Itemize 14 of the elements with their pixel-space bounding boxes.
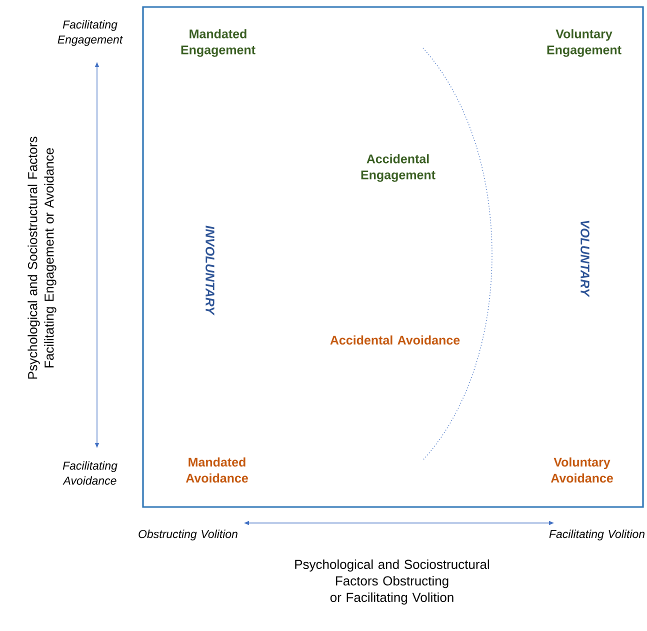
axis-end-label: Facilitating Engagement bbox=[58, 20, 123, 46]
axis-title: Psychological and Sociostructural Factors Obstructing or Facilitating Volition bbox=[295, 559, 490, 605]
axis-title: Psychological and Sociostructural Factors Facilitating Engagement or Avoidance bbox=[28, 136, 56, 379]
quadrant-label: Mandated Avoidance bbox=[186, 457, 248, 483]
axis-end-label: Facilitating Avoidance bbox=[62, 461, 118, 485]
region-label: INVOLUNTARY bbox=[206, 226, 214, 316]
region-label: VOLUNTARY bbox=[580, 220, 590, 298]
quadrant-label: Accidental Engagement bbox=[361, 154, 436, 182]
quadrant-label: Mandated Engagement bbox=[181, 29, 256, 57]
axis-end-label: Facilitating Volition bbox=[549, 530, 645, 540]
quadrant-label: Accidental Avoidance bbox=[330, 335, 460, 345]
quadrant-label: Voluntary Avoidance bbox=[550, 457, 613, 483]
axis-end-label: Obstructing Volition bbox=[138, 530, 238, 540]
quadrant-label: Voluntary Engagement bbox=[547, 29, 622, 57]
